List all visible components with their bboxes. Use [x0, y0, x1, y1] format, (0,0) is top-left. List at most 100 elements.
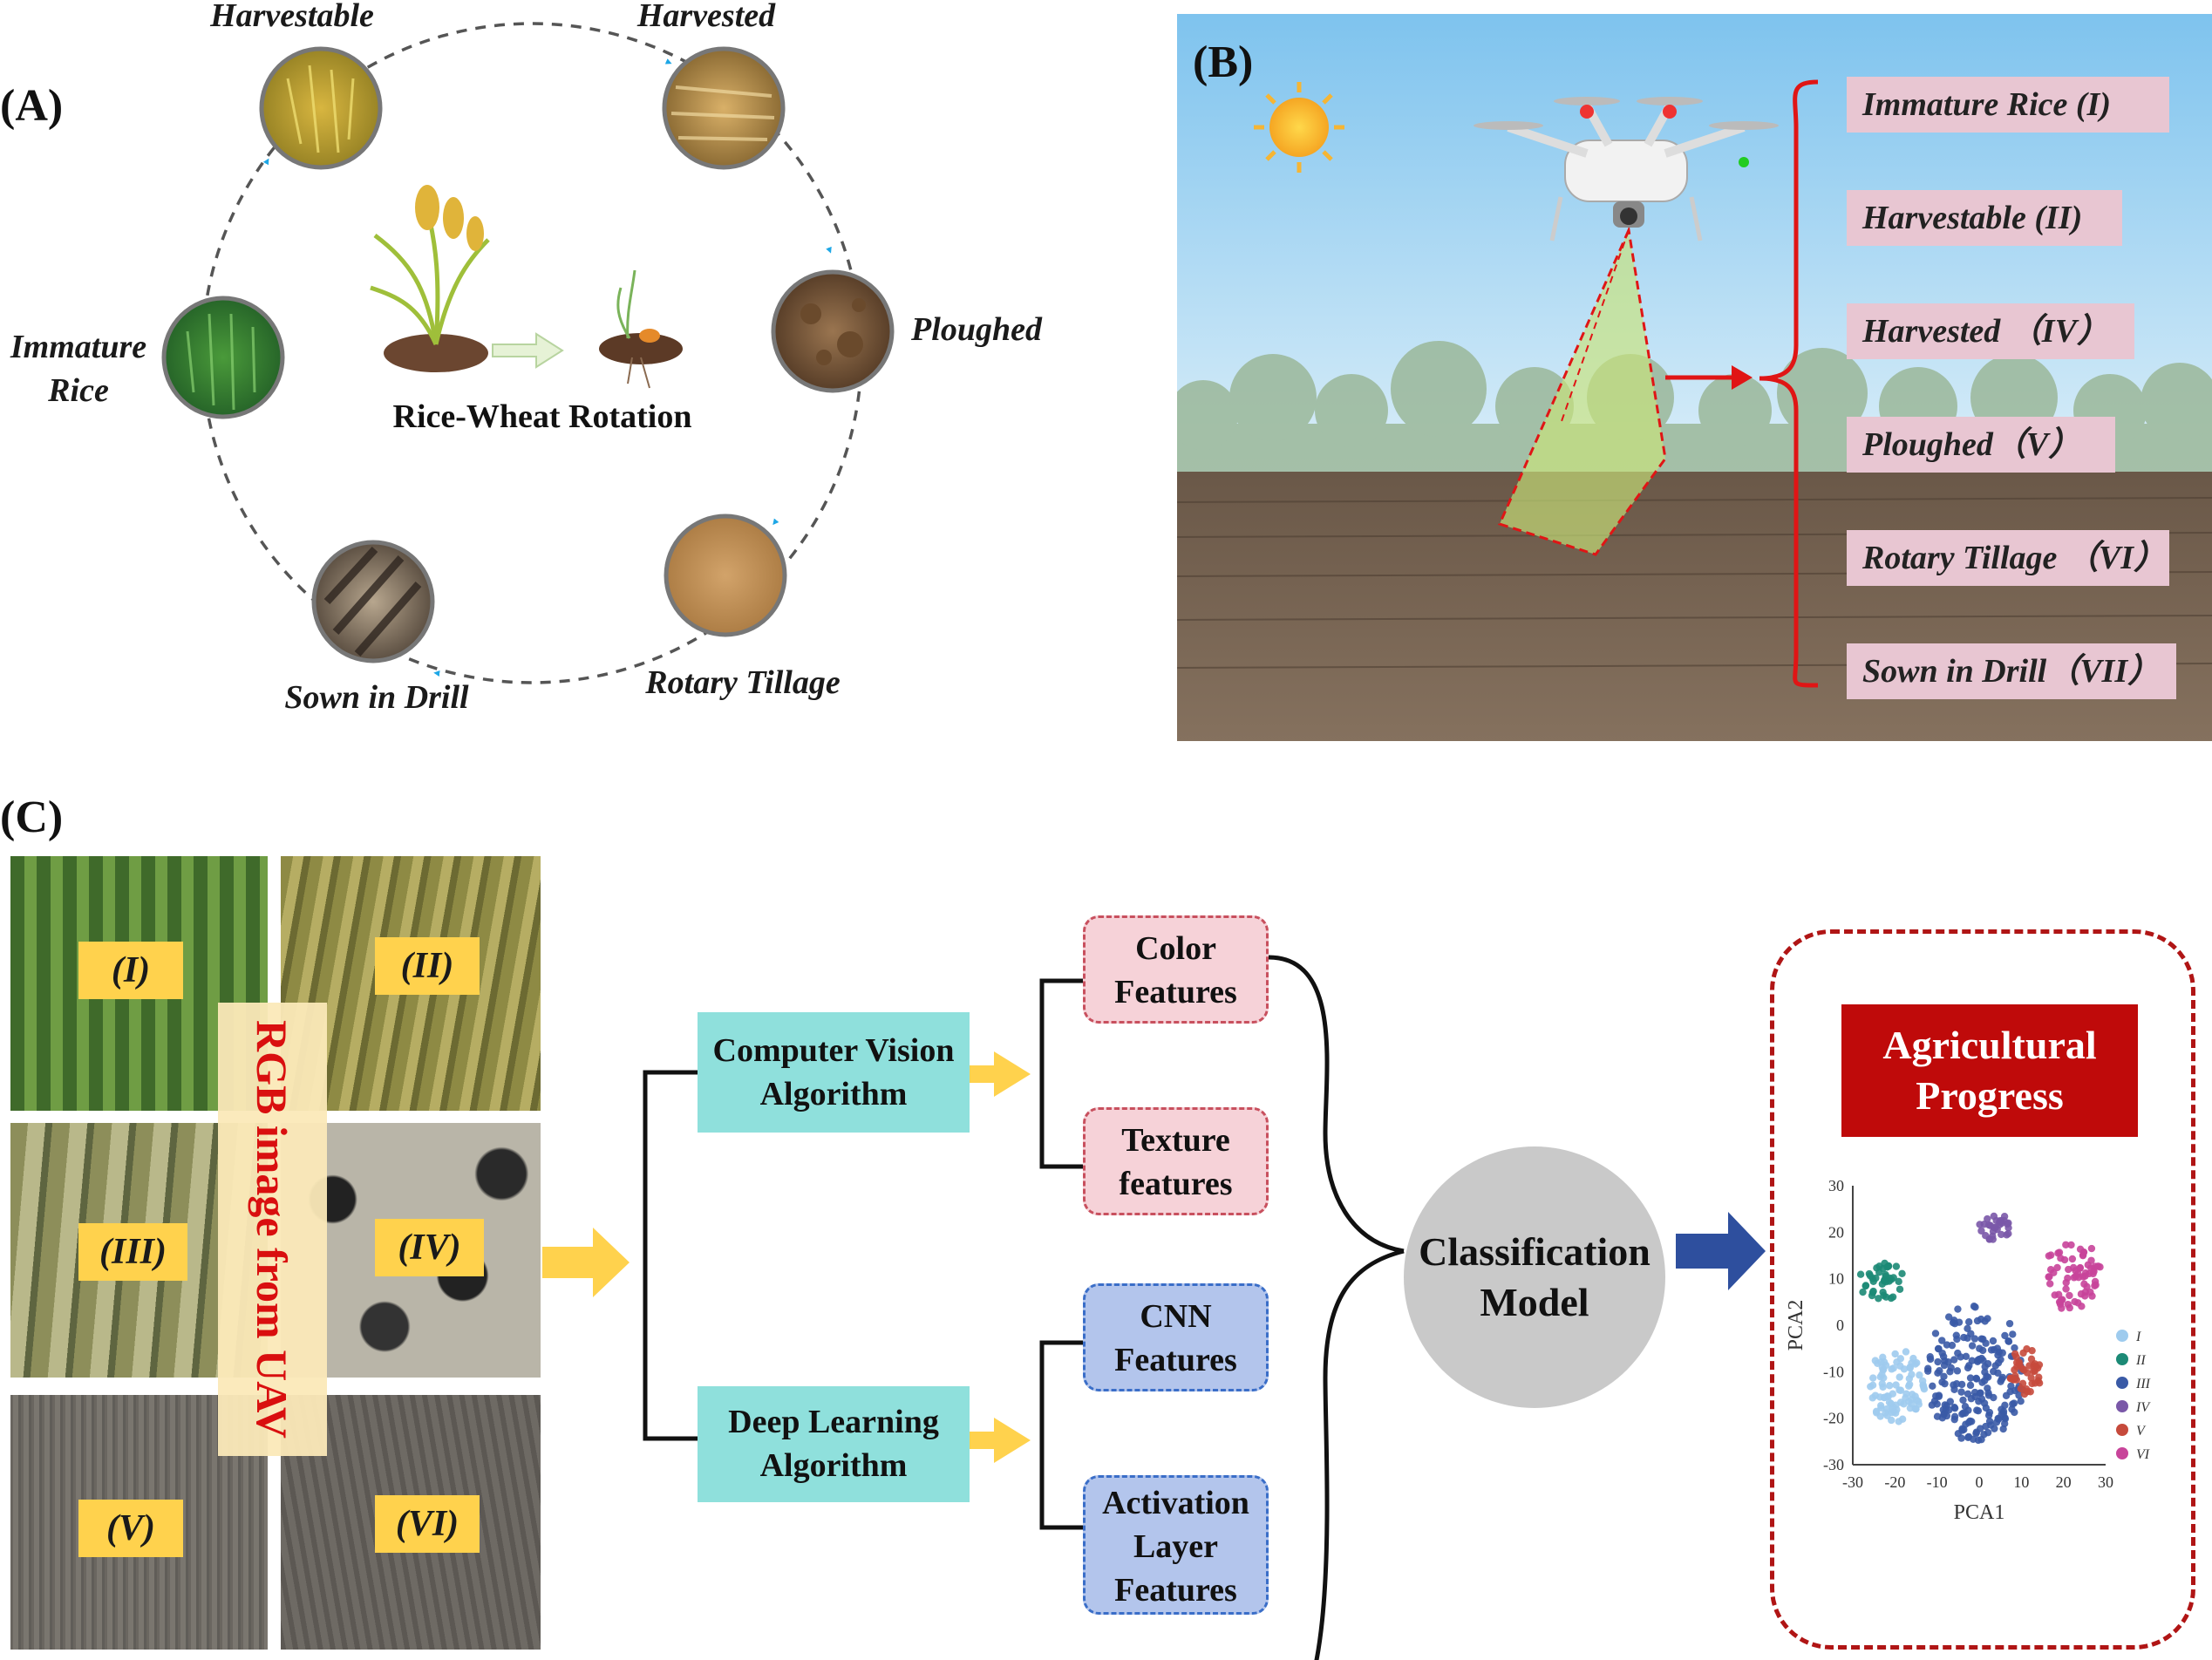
scatter-point [1877, 1358, 1885, 1366]
texture-features-box: Texture features [1083, 1107, 1269, 1215]
scatter-point [1967, 1418, 1976, 1425]
tile-label-1: (I) [78, 942, 183, 999]
cnn-features-line2: Features [1114, 1342, 1237, 1378]
legend-marker [2116, 1330, 2128, 1342]
scatter-point [1953, 1367, 1962, 1375]
scatter-point [1868, 1394, 1876, 1402]
scatter-point [2004, 1220, 2011, 1228]
scatter-point [1868, 1381, 1877, 1390]
cnn-features-box: CNN Features [1083, 1283, 1269, 1391]
x-tick-label: -30 [1842, 1473, 1863, 1491]
activation-line3: Features [1114, 1572, 1237, 1609]
scatter-point [1968, 1342, 1977, 1350]
scatter-point [1943, 1341, 1951, 1349]
scatter-point [1876, 1402, 1885, 1410]
legend-marker [2116, 1447, 2128, 1459]
scatter-point [1945, 1406, 1953, 1414]
scatter-point [1973, 1316, 1982, 1325]
scatter-point [2080, 1280, 2088, 1288]
scatter-point [2072, 1272, 2079, 1281]
cv-features-bracket [1039, 978, 1083, 1169]
scatter-point [1998, 1411, 2005, 1418]
scatter-point [1916, 1371, 1923, 1379]
scatter-point [1990, 1345, 1998, 1354]
scatter-point [2017, 1397, 2025, 1405]
classification-line2: Model [1480, 1280, 1589, 1324]
scatter-point [2011, 1408, 2018, 1417]
scatter-point [2027, 1355, 2036, 1364]
scatter-point [2062, 1285, 2070, 1293]
scatter-point [1950, 1356, 1958, 1364]
algo-bracket [643, 1070, 698, 1441]
scatter-point [2086, 1288, 2094, 1296]
rgb-banner [218, 1003, 327, 1456]
scatter-point [1881, 1259, 1889, 1268]
stage-tag-3: Harvested （IV） [1847, 303, 2134, 359]
activation-line1: Activation [1102, 1485, 1249, 1521]
y-tick-label: -20 [1823, 1410, 1844, 1427]
stage-brace [1759, 79, 1819, 688]
dl-algo-line2: Algorithm [759, 1447, 908, 1484]
scatter-point [1880, 1277, 1889, 1285]
scatter-point [1935, 1344, 1943, 1353]
scatter-point [1908, 1371, 1916, 1378]
x-tick-label: 10 [2013, 1473, 2029, 1491]
y-tick-label: 20 [1828, 1223, 1844, 1241]
scatter-point [1957, 1388, 1965, 1396]
scatter-point [2028, 1346, 2036, 1355]
scatter-point [1871, 1357, 1880, 1364]
scatter-point [1998, 1349, 2006, 1357]
y-axis-label: PCA2 [1785, 1300, 1807, 1351]
scatter-point [1982, 1404, 1991, 1412]
scatter-point [2068, 1255, 2077, 1263]
scatter-point [1992, 1418, 2001, 1426]
dl-features-bracket [1039, 1340, 1083, 1530]
rice-plant-illustration [370, 185, 490, 372]
scatter-point [2007, 1382, 2015, 1391]
scatter-point [1987, 1421, 1995, 1429]
scatter-point [1978, 1378, 1986, 1386]
scatter-point [1878, 1380, 1886, 1388]
scatter-point [2035, 1373, 2043, 1381]
dl-algorithm-box: Deep Learning Algorithm [698, 1386, 970, 1502]
scatter-point [2004, 1337, 2013, 1345]
scatter-point [2076, 1245, 2085, 1254]
camera-footprint [1497, 225, 1667, 556]
scatter-point [1964, 1364, 1972, 1372]
field-ground [1177, 472, 2212, 741]
scatter-point [1929, 1382, 1936, 1391]
rotary-tillage-photo [664, 514, 787, 637]
legend-marker [2116, 1353, 2128, 1365]
legend-label: II [2135, 1353, 2146, 1368]
scatter-point [1984, 1389, 1992, 1397]
scatter-point [1970, 1388, 1979, 1397]
scatter-point [2060, 1255, 2069, 1264]
scatter-point [2058, 1304, 2066, 1312]
stage-tag-5: Rotary Tillage （VI） [1847, 530, 2169, 586]
scatter-point [2010, 1376, 2018, 1384]
scatter-point [1994, 1369, 2002, 1378]
yellow-arrow-dl [970, 1418, 1031, 1463]
yellow-arrow-input [542, 1228, 630, 1297]
scatter-point [1964, 1406, 1972, 1414]
scatter-point [1861, 1282, 1870, 1289]
scatter-point [2064, 1274, 2072, 1282]
scatter-point [1896, 1362, 1904, 1370]
scatter-point [1972, 1429, 1980, 1438]
label-harvestable: Harvestable [209, 0, 374, 34]
rice-wheat-rotation-title: Rice-Wheat Rotation [393, 398, 692, 435]
scatter-point [2066, 1291, 2073, 1300]
scatter-point [1979, 1335, 1987, 1344]
scatter-point [1954, 1305, 1962, 1313]
scatter-point [2053, 1263, 2061, 1272]
scatter-point [1869, 1374, 1877, 1382]
scatter-point [2009, 1400, 2017, 1408]
legend-label: I [2135, 1330, 2141, 1344]
scatter-point [1960, 1333, 1968, 1342]
scatter-point [2057, 1296, 2066, 1304]
texture-features-line1: Texture [1121, 1122, 1230, 1159]
scatter-point [1896, 1373, 1903, 1381]
scatter-point [2019, 1349, 2027, 1357]
scatter-point [1905, 1380, 1914, 1389]
